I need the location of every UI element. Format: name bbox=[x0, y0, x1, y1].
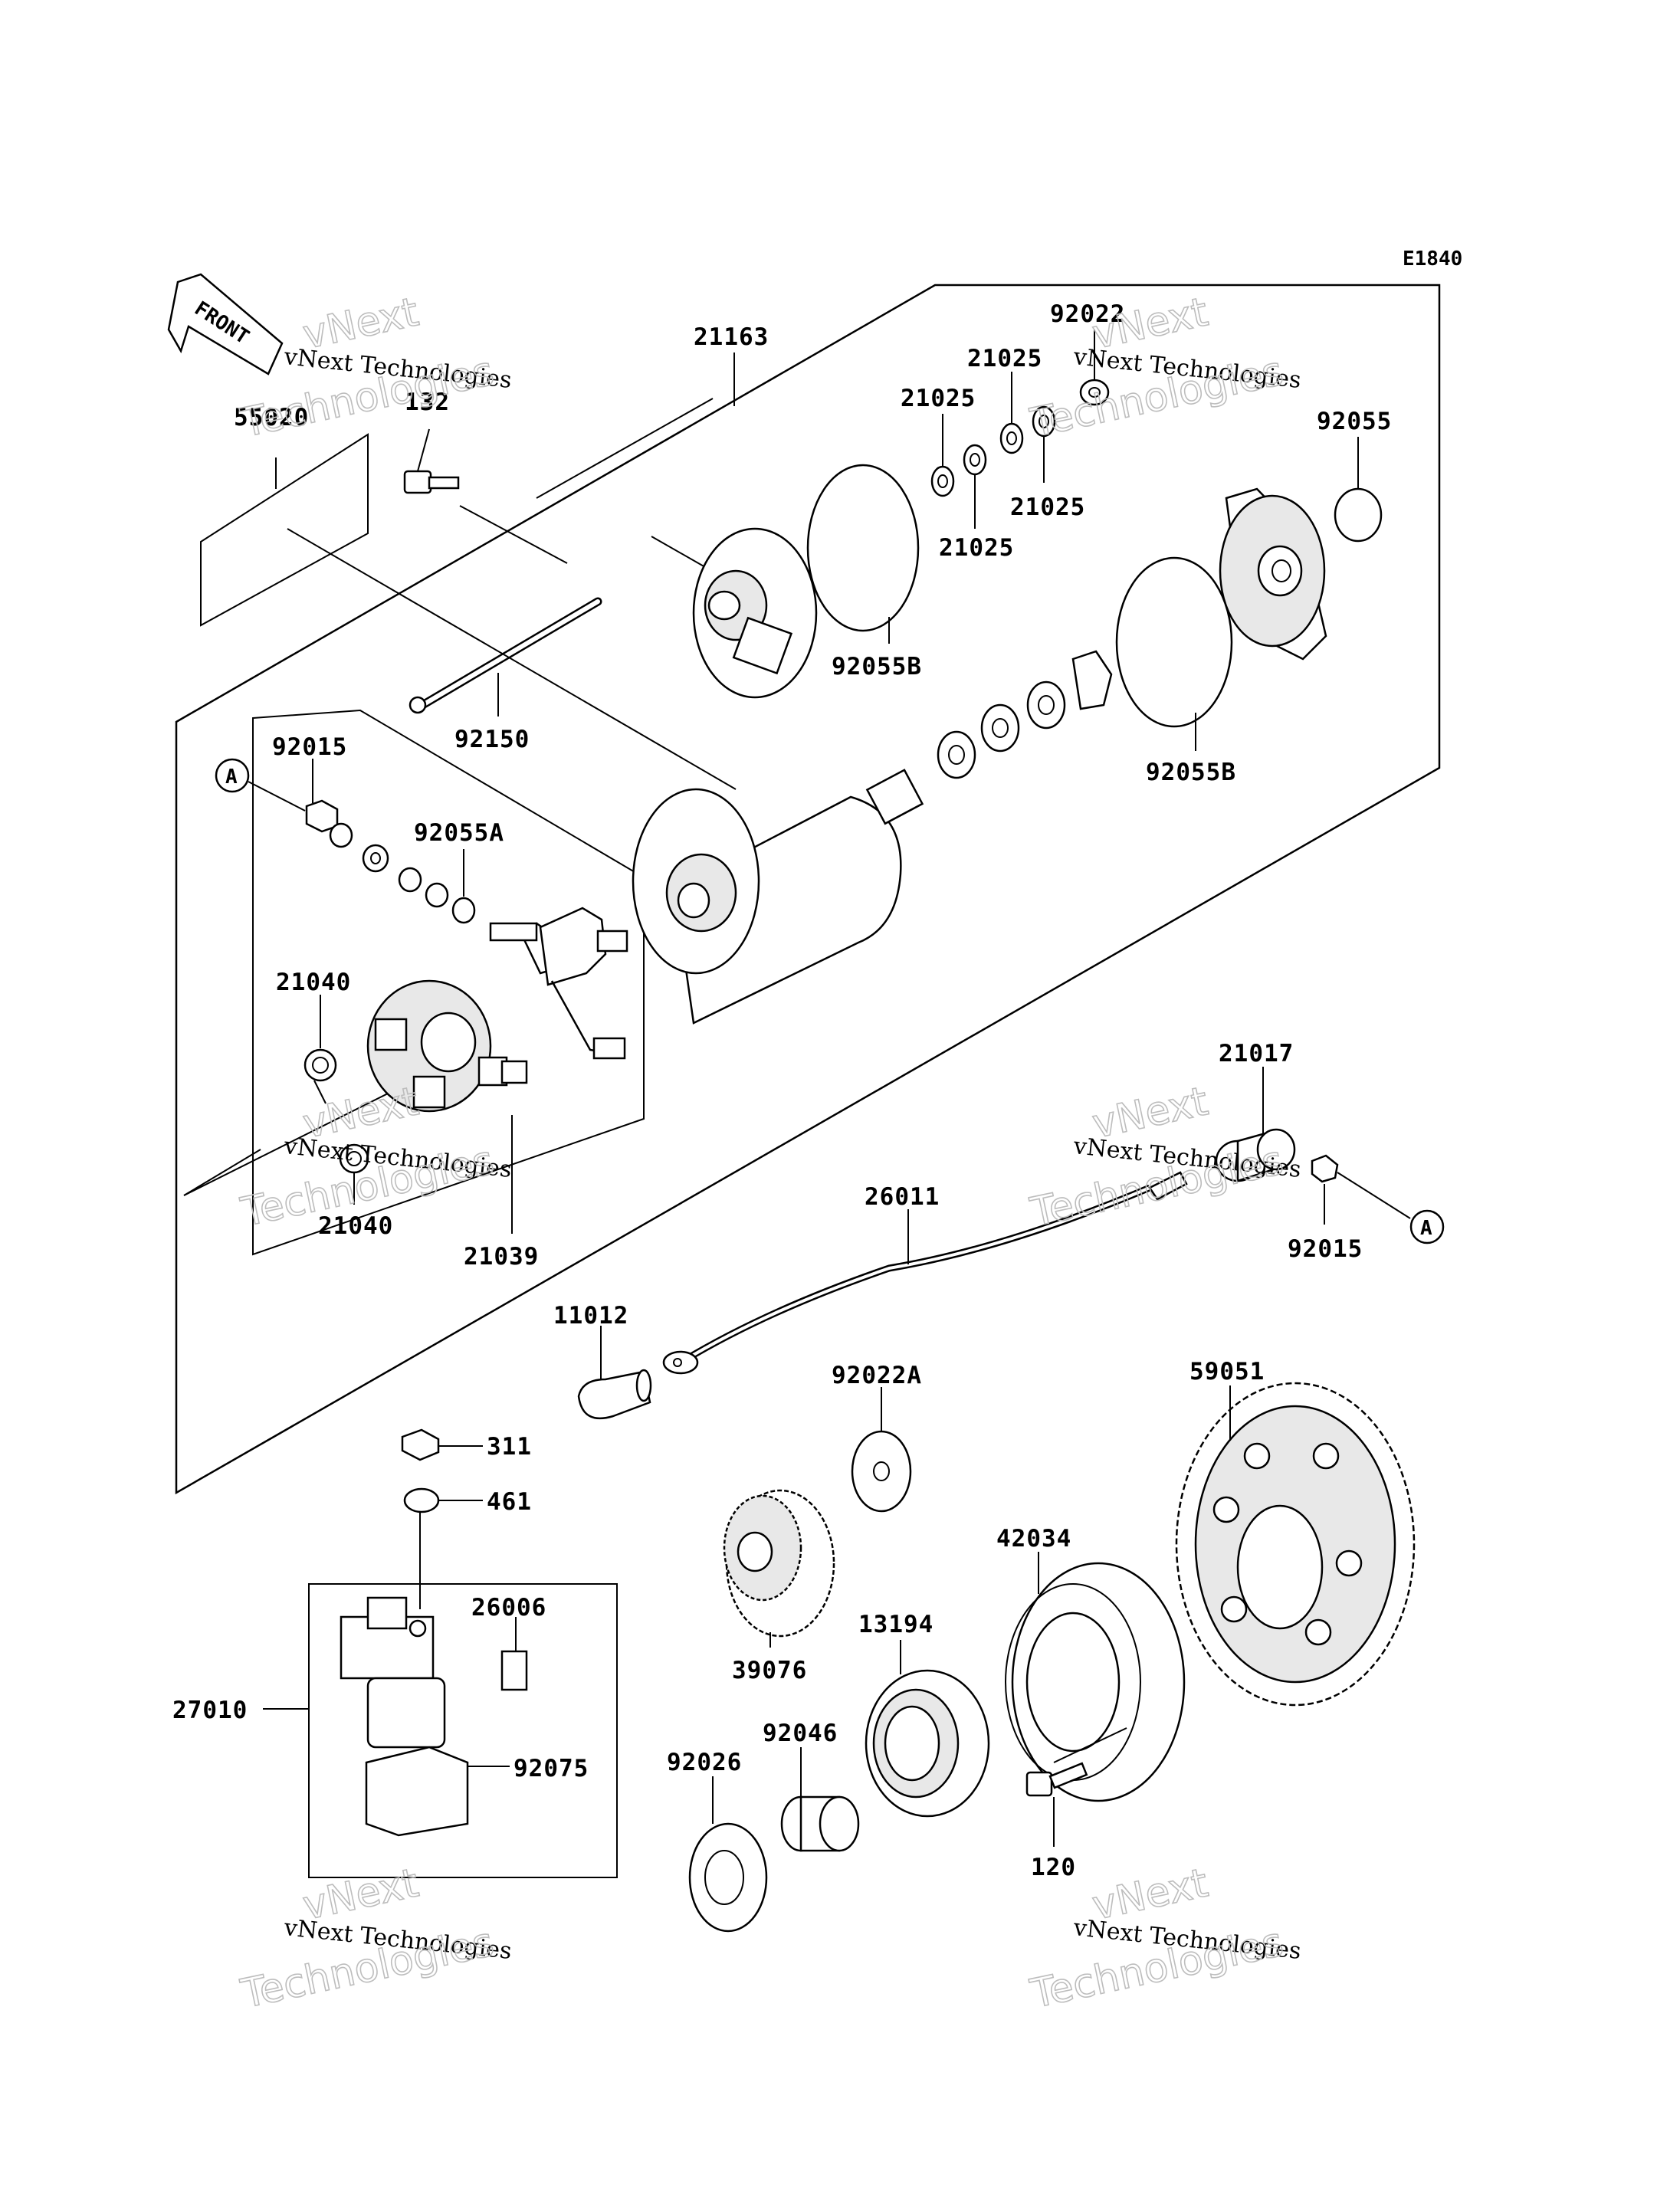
part-label-92150: 92150 bbox=[454, 726, 530, 753]
part-label-92055: 92055 bbox=[1317, 408, 1392, 435]
thrust-washers-icon bbox=[937, 650, 1113, 779]
guide-line-d bbox=[536, 398, 714, 499]
nut-92015-right-icon bbox=[1311, 1154, 1339, 1183]
ref-marker-a-left: A bbox=[215, 758, 306, 812]
label-plate-55020 bbox=[200, 433, 369, 627]
part-label-11012: 11012 bbox=[553, 1302, 628, 1330]
washer-92026-icon bbox=[688, 1822, 768, 1933]
part-label-461: 461 bbox=[487, 1488, 532, 1516]
brush-holder-group-outline bbox=[252, 709, 645, 1256]
guide-line-a bbox=[287, 528, 737, 790]
part-label-132: 132 bbox=[405, 389, 450, 416]
part-label-92046: 92046 bbox=[763, 1720, 838, 1747]
part-label-21039: 21039 bbox=[464, 1243, 539, 1271]
relay-cover-92075-icon bbox=[365, 1746, 469, 1837]
washer-92022a-icon bbox=[851, 1430, 912, 1513]
relay-group-box bbox=[308, 1583, 618, 1878]
svg-text:A: A bbox=[225, 766, 238, 789]
part-label-26006: 26006 bbox=[471, 1594, 546, 1622]
part-label-92026: 92026 bbox=[667, 1749, 742, 1776]
starter-relay-27010-icon bbox=[340, 1596, 446, 1749]
part-label-21163: 21163 bbox=[694, 323, 769, 351]
part-label-92055b_b: 92055B bbox=[1146, 759, 1236, 786]
part-label-92015a: 92015 bbox=[272, 733, 347, 761]
long-bolt-92150-icon bbox=[409, 597, 602, 714]
ref-marker-a-right: A bbox=[1337, 1172, 1445, 1244]
guide-line-c bbox=[651, 536, 706, 568]
starter-gear-59051-icon bbox=[1175, 1382, 1416, 1707]
rear-cover-icon bbox=[1219, 487, 1327, 661]
front-arrow-icon: FRONT bbox=[167, 273, 284, 375]
guide-line-f bbox=[183, 1149, 261, 1196]
terminal-boot-21017-icon bbox=[1215, 1128, 1296, 1182]
svg-text:A: A bbox=[1420, 1217, 1432, 1240]
part-label-21025d: 21025 bbox=[939, 534, 1014, 562]
part-label-92055b_a: 92055B bbox=[832, 653, 922, 680]
o-ring-92055b-upper-icon bbox=[806, 464, 920, 632]
starter-group-outline bbox=[175, 284, 1441, 1495]
clutch-housing-42034-icon bbox=[1005, 1562, 1186, 1802]
front-cover-icon bbox=[692, 527, 818, 699]
fuse-26006-icon bbox=[500, 1650, 528, 1691]
part-label-26011: 26011 bbox=[865, 1183, 940, 1211]
brush-holder-icon bbox=[366, 979, 528, 1113]
part-label-21025b: 21025 bbox=[967, 345, 1042, 372]
part-label-92075: 92075 bbox=[514, 1755, 589, 1782]
o-ring-92055-icon bbox=[1334, 487, 1383, 543]
part-label-55020: 55020 bbox=[234, 404, 309, 431]
diagram-code: E1840 bbox=[1403, 248, 1462, 271]
part-labels: 21163 92022 21025 21025 21025 21025 92055 55020… bbox=[172, 300, 1392, 1881]
part-label-92055a: 92055A bbox=[414, 819, 504, 847]
part-label-21017: 21017 bbox=[1219, 1040, 1294, 1067]
guide-line-b bbox=[459, 505, 568, 564]
part-label-39076: 39076 bbox=[732, 1657, 807, 1684]
part-label-21025c: 21025 bbox=[1010, 494, 1085, 521]
leader-120-guide bbox=[1053, 1727, 1127, 1763]
part-label-59051: 59051 bbox=[1189, 1358, 1265, 1385]
part-label-92022a: 92022A bbox=[832, 1362, 922, 1389]
part-label-42034: 42034 bbox=[996, 1525, 1071, 1553]
brush-washers-icon bbox=[305, 799, 476, 924]
starter-motor-icon bbox=[632, 769, 924, 1025]
bolt-132-icon bbox=[403, 428, 460, 494]
terminal-cap-11012-icon bbox=[577, 1369, 652, 1420]
part-label-92022: 92022 bbox=[1050, 300, 1125, 328]
idler-gear-39076-icon bbox=[723, 1489, 835, 1638]
nut-311-icon bbox=[401, 1428, 440, 1461]
brush-plate-icon bbox=[489, 907, 628, 1060]
part-label-21040a: 21040 bbox=[276, 969, 351, 996]
needle-bearing-92046-icon bbox=[780, 1795, 860, 1852]
starter-cable-26011-icon bbox=[662, 1171, 1188, 1375]
o-ring-92055b-lower-icon bbox=[1115, 556, 1233, 728]
washer-461-icon bbox=[403, 1487, 440, 1513]
part-label-27010: 27010 bbox=[172, 1697, 248, 1724]
part-label-92015b: 92015 bbox=[1288, 1235, 1363, 1263]
one-way-clutch-13194-icon bbox=[865, 1669, 990, 1818]
bolt-120-icon bbox=[1025, 1762, 1088, 1797]
brush-spring-upper-icon bbox=[304, 1048, 337, 1104]
part-label-21040b: 21040 bbox=[318, 1212, 393, 1240]
part-label-13194: 13194 bbox=[858, 1611, 934, 1638]
part-label-311: 311 bbox=[487, 1433, 532, 1461]
part-label-120: 120 bbox=[1031, 1854, 1076, 1881]
washers-21025-icon bbox=[930, 379, 1110, 497]
part-label-21025a: 21025 bbox=[901, 385, 976, 412]
